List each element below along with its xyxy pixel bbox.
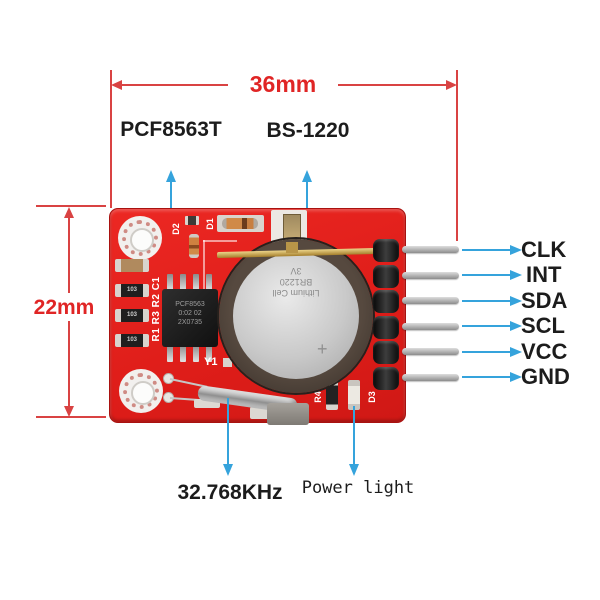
rtc-chip: PCF8563 0:02 02 2X0735: [162, 289, 218, 347]
pin-label-int: INT: [526, 262, 562, 287]
silkscreen-d3: D3: [367, 391, 377, 403]
hole-center: [130, 228, 154, 252]
pin-callout-line: [462, 325, 512, 327]
smd-resistor: 103: [115, 284, 149, 297]
arrow-up-icon: [166, 170, 176, 182]
solder-pad: [194, 399, 220, 408]
header-block: [373, 239, 399, 262]
pin-label-gnd: GND: [521, 364, 570, 389]
holder-bottom-tab: [267, 403, 309, 425]
arrow-up-icon: [64, 207, 74, 218]
chip-pin: [193, 345, 199, 362]
arrow-down-icon: [223, 464, 233, 476]
smd-component: [115, 259, 149, 272]
dim-width-label: 36mm: [249, 71, 317, 97]
hole-center: [131, 381, 155, 405]
pin-callout-line: [462, 300, 512, 302]
arrow-down-icon: [349, 464, 359, 476]
pin-label-vcc: VCC: [521, 339, 568, 364]
arrow-right-icon: [510, 270, 522, 280]
chip-pin: [206, 345, 212, 362]
battery-callout-label: BS-1220: [266, 119, 350, 142]
chip-pin: [167, 274, 173, 291]
arrow-down-icon: [64, 406, 74, 417]
arrow-right-icon: [510, 321, 522, 331]
glass-diode-d1: [222, 218, 258, 229]
chip-marking-line2: 0:02 02: [178, 310, 202, 317]
dim-height-line-top: [68, 217, 70, 293]
pin-label-scl: SCL: [521, 313, 565, 338]
header-pin-sda: [402, 297, 459, 304]
battery-plus-mark: +: [317, 339, 328, 359]
header-block: [373, 290, 399, 313]
chip-pin: [167, 345, 173, 362]
dim-extension-right-line: [456, 70, 458, 241]
battery-marking-line1: Lithium Cell: [272, 288, 320, 298]
header-pin-vcc: [402, 348, 459, 355]
coin-cell-battery: Lithium Cell BR1220 3V +: [233, 253, 359, 379]
chip-marking-line1: PCF8563: [175, 301, 205, 308]
smd-resistor: 103: [115, 334, 149, 347]
silkscreen-d1: D1: [205, 218, 215, 230]
silkscreen-y1: Y1: [204, 356, 218, 368]
chip-marking-line3: 2X0735: [177, 319, 203, 326]
dim-width-line-left: [120, 84, 228, 86]
battery-marking-line3: 3V: [290, 266, 302, 276]
header-block: [373, 341, 399, 364]
crystal-callout-label: 32.768KHz: [177, 481, 283, 504]
chip-pin: [193, 274, 199, 291]
header-block: [373, 265, 399, 288]
dim-height-line-bottom: [68, 321, 70, 407]
mounting-hole-bottom-left: [119, 369, 163, 413]
header-block: [373, 367, 399, 390]
pcb-board: D2 D1 103 103 103 R1 R3 R2 C1 PCF8563 0:…: [109, 208, 406, 425]
chip-pin: [180, 345, 186, 362]
battery-marking-line2: BR1220: [279, 277, 313, 287]
pin-callout-line: [462, 249, 512, 251]
silkscreen-d2: D2: [171, 223, 181, 235]
smd-resistor: 103: [115, 309, 149, 322]
arrow-up-icon: [302, 170, 312, 182]
pin-callout-line: [462, 351, 512, 353]
arrow-right-icon: [510, 296, 522, 306]
mounting-hole-top-left: [118, 216, 162, 260]
chip-callout-label: PCF8563T: [120, 118, 222, 141]
crystal-callout-line: [227, 398, 229, 465]
smd-capacitor: [185, 216, 199, 225]
smd-resistor-r4: [326, 380, 338, 410]
header-pin-scl: [402, 323, 459, 330]
header-pin-clk: [402, 246, 459, 253]
pin-label-sda: SDA: [521, 288, 568, 313]
battery-marking: Lithium Cell BR1220 3V: [233, 265, 359, 298]
smd-pad: [223, 358, 232, 367]
pin-callout-line: [462, 274, 512, 276]
hole-via-ring: [122, 220, 158, 256]
silkscreen-outline-h: [203, 240, 237, 242]
power-light-callout-line: [353, 406, 355, 465]
power-light-callout-label: Power light: [301, 478, 415, 498]
dim-height-label: 22mm: [33, 296, 95, 319]
arrow-left-icon: [111, 80, 122, 90]
arrow-right-icon: [510, 372, 522, 382]
pin-callout-line: [462, 376, 512, 378]
pin-label-clk: CLK: [521, 237, 567, 262]
glass-diode-d2: [189, 234, 199, 258]
dim-width-line-right: [338, 84, 448, 86]
power-led-d3: [348, 380, 360, 410]
battery-clip-joint: [286, 242, 298, 253]
chip-pin: [180, 274, 186, 291]
dim-tick-bottom: [36, 416, 106, 418]
header-pin-gnd: [402, 374, 459, 381]
header-block: [373, 316, 399, 339]
hole-via-ring: [123, 373, 159, 409]
header-pin-int: [402, 272, 459, 279]
chip-pin: [206, 274, 212, 291]
dim-tick-top: [36, 205, 106, 207]
dim-extension-left-line: [110, 70, 112, 208]
arrow-right-icon: [510, 245, 522, 255]
arrow-right-icon: [446, 80, 457, 90]
arrow-right-icon: [510, 347, 522, 357]
